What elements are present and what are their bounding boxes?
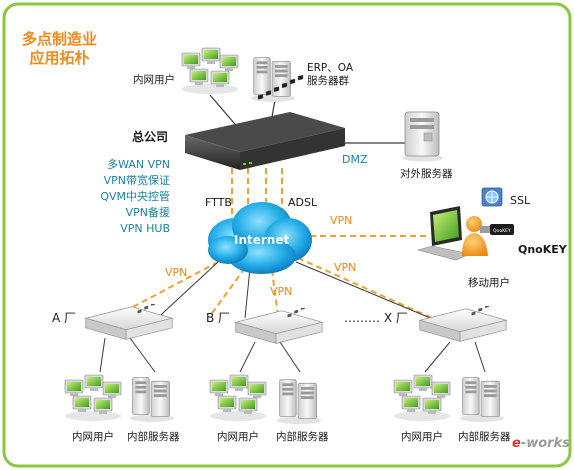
- factory-x-servers-label: 内部服务器: [458, 431, 511, 443]
- factory-b-servers-label: 内部服务器: [276, 431, 329, 443]
- hq-core-switch-icon: [185, 74, 345, 170]
- factory-x-label: ……… X 厂: [344, 311, 408, 325]
- dmz-external-server-icon: [403, 111, 443, 162]
- adsl-label: ADSL: [288, 196, 318, 209]
- qnokey-usb-icon: QnoKEY: [480, 224, 514, 235]
- eworks-watermark-rest: -works: [520, 436, 570, 451]
- vpn-label-mobile: VPN: [330, 214, 353, 227]
- external-server-label: 对外服务器: [400, 168, 453, 180]
- mobile-user-label: 移动用户: [468, 277, 510, 289]
- eworks-watermark-prefix: e: [512, 436, 521, 451]
- qnokey-label: QnoKEY: [518, 243, 567, 256]
- hq-erp-servers-line1: ERP、OA: [307, 62, 354, 74]
- eworks-watermark-logo: e-works: [512, 436, 570, 452]
- diagram-title: 多点制造业 应用拓朴: [22, 30, 97, 68]
- hq-feature-item: QVM中央控管: [100, 189, 170, 203]
- fttb-label: FTTB: [205, 196, 232, 209]
- hq-feature-list: 多WAN VPN VPN带宽保证 QVM中央控管 VPN备援 VPN HUB: [100, 157, 170, 237]
- svg-text:QnoKEY: QnoKEY: [493, 228, 511, 234]
- vpn-links: [111, 168, 433, 319]
- hq-feature-item: 多WAN VPN: [107, 158, 170, 171]
- hq-feature-item: VPN HUB: [120, 221, 170, 235]
- internet-cloud-icon: [208, 202, 312, 274]
- factory-a-users-label: 内网用户: [72, 431, 114, 443]
- ssl-globe-icon: [481, 187, 503, 207]
- hq-erp-servers-label: ERP、OA 服务器群: [307, 62, 353, 88]
- hq-intranet-users-label: 内网用户: [133, 74, 175, 86]
- factory-b-users-label: 内网用户: [217, 431, 259, 443]
- factory-a-label: A 厂: [52, 311, 77, 325]
- internet-label: Internet: [234, 233, 290, 247]
- mobile-person-icon: [462, 216, 488, 256]
- vpn-label-x: VPN: [334, 261, 357, 274]
- dmz-label: DMZ: [342, 153, 368, 166]
- diagram-title-line2: 应用拓朴: [29, 48, 90, 67]
- factory-b-label: B 厂: [206, 311, 231, 325]
- diagram-title-line1: 多点制造业: [22, 30, 98, 48]
- factory-a-servers-label: 内部服务器: [127, 431, 180, 443]
- factory-x-users-label: 内网用户: [401, 431, 443, 443]
- hq-label: 总公司: [132, 130, 169, 144]
- hq-feature-item: VPN备援: [125, 205, 170, 219]
- vpn-label-b: VPN: [270, 285, 293, 298]
- hq-erp-servers-line2: 服务器群: [307, 75, 349, 88]
- branch-links: [99, 261, 486, 373]
- hq-feature-item: VPN带宽保证: [103, 173, 170, 187]
- ssl-label: SSL: [510, 194, 531, 207]
- vpn-label-a: VPN: [165, 266, 188, 279]
